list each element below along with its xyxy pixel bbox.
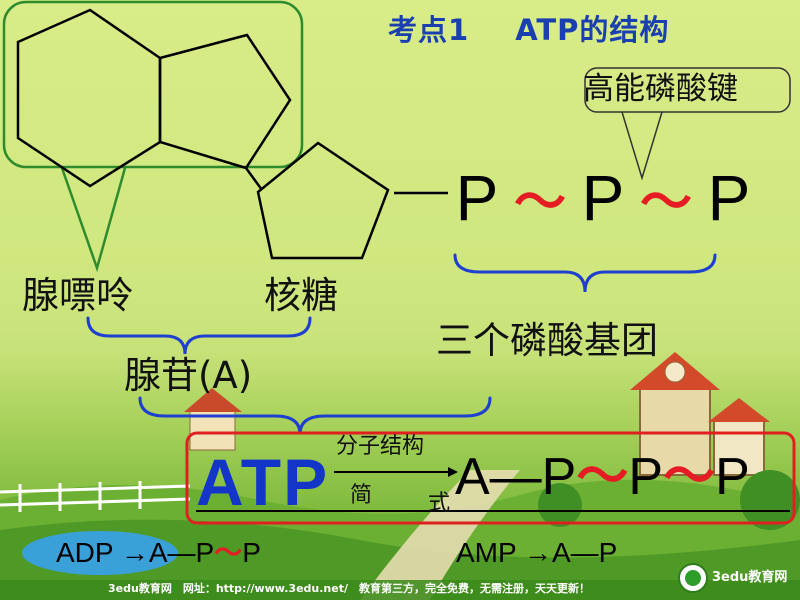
arrow-top-label: 分子结构 — [336, 434, 425, 459]
adp-arrow: → — [120, 537, 149, 568]
logo-text: 3edu教育网 — [712, 570, 788, 585]
formula-box — [185, 431, 796, 525]
adenine-callout — [60, 167, 127, 273]
phosphate-chain: P～P～P — [446, 166, 760, 230]
amp-formula: AMP →A—P — [456, 539, 617, 567]
callout-bubble — [584, 67, 791, 113]
high-energy-bond-2: ～ — [639, 174, 692, 232]
formula-p3: P — [715, 448, 750, 506]
adenine-label: 腺嘌呤 — [22, 274, 133, 317]
adp-p: P — [242, 537, 261, 568]
pond — [22, 531, 178, 575]
phosphate-2: P — [581, 162, 625, 234]
adenosine-label: 腺苷(A) — [124, 354, 253, 397]
adenosine-brace — [86, 316, 312, 355]
adp-name: ADP — [56, 537, 114, 568]
tree — [740, 470, 800, 530]
footer-text: 3edu教育网 网址：http://www.3edu.net/ 教育第三方，完全… — [108, 582, 590, 595]
amp-arrow: → — [523, 537, 552, 568]
phosphate-1: P — [455, 162, 499, 234]
atp-label: ATP — [196, 445, 330, 519]
phosphate-3: P — [707, 162, 751, 234]
path — [360, 470, 520, 600]
amp-name: AMP — [456, 537, 517, 568]
phosphate-brace — [453, 253, 717, 293]
adp-formula: ADP →A—P～P — [56, 539, 261, 567]
tree — [538, 483, 582, 527]
adp-ap: A—P — [148, 537, 215, 568]
high-energy-bond-1: ～ — [513, 174, 566, 232]
logo-inner — [685, 570, 701, 586]
formula-bond-2: ～ — [663, 448, 716, 506]
phosphate-groups-label: 三个磷酸基团 — [436, 319, 658, 362]
formula-ap: A—P — [455, 448, 577, 506]
arrow-bottom-label-2: 式 — [428, 491, 451, 516]
callout-tail — [621, 111, 663, 181]
amp-ap: A—P — [551, 537, 618, 568]
windmill-house — [630, 352, 770, 476]
pentagon-ring — [158, 33, 292, 170]
formula-p2: P — [628, 448, 664, 506]
ribose-pentagon — [256, 141, 390, 260]
footer-bar — [0, 580, 800, 600]
arrow-bottom-label-1: 简 — [350, 483, 373, 508]
formula-bond-1: ～ — [576, 448, 629, 506]
arrow-head — [448, 467, 458, 477]
ribose-label: 核糖 — [264, 274, 338, 317]
callout-label: 高能磷酸键 — [583, 71, 738, 107]
small-house — [184, 388, 242, 451]
structural-formula: A—P～P～P — [455, 451, 750, 503]
fence — [0, 481, 191, 512]
adp-bond: ～ — [214, 537, 243, 568]
hexagon-ring — [16, 8, 162, 188]
adenine-box — [2, 0, 304, 169]
